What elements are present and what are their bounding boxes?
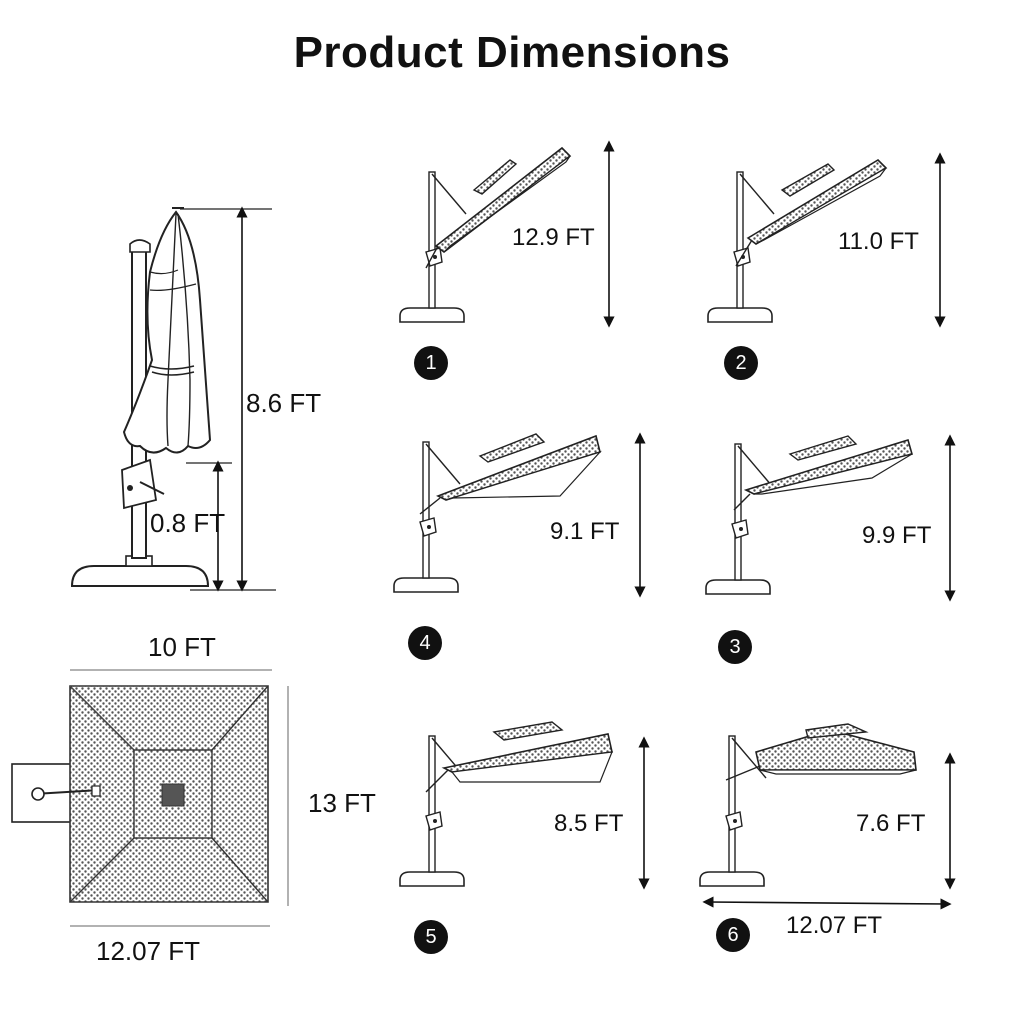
position-3-illustration — [705, 435, 913, 595]
position-3-height-label: 9.9 FT — [862, 522, 932, 549]
top-view-width-label: 10 FT — [148, 632, 216, 662]
position-6-illustration — [699, 723, 917, 887]
position-2-height-label: 11.0 FT — [838, 228, 919, 255]
position-2-illustration — [707, 158, 888, 323]
position-5-height-label: 8.5 FT — [554, 810, 624, 837]
position-6-height-label: 7.6 FT — [856, 810, 926, 837]
position-5-badge: 5 — [414, 920, 448, 954]
height-arrows — [603, 140, 956, 910]
position-4-height-label: 9.1 FT — [550, 518, 620, 545]
position-1-illustration — [399, 146, 572, 323]
position-1-badge: 1 — [414, 346, 448, 380]
position-4-badge: 4 — [408, 626, 442, 660]
position-6-badge: 6 — [716, 918, 750, 952]
closed-dimension-lines — [180, 206, 276, 592]
position-1-height-label: 12.9 FT — [512, 224, 595, 251]
top-view-illustration — [11, 669, 289, 927]
position-5-illustration — [399, 721, 613, 887]
crank-height-label: 0.8 FT — [150, 508, 226, 538]
span-label: 12.07 FT — [786, 912, 883, 939]
page-title: Product Dimensions — [293, 28, 731, 77]
position-4-illustration — [393, 433, 602, 593]
position-3-badge: 3 — [718, 630, 752, 664]
position-2-badge: 2 — [724, 346, 758, 380]
top-view-diagonal-label: 12.07 FT — [96, 936, 201, 966]
closed-height-label: 8.6 FT — [246, 388, 322, 418]
top-view-depth-label: 13 FT — [308, 788, 376, 818]
closed-umbrella-illustration — [70, 207, 212, 587]
